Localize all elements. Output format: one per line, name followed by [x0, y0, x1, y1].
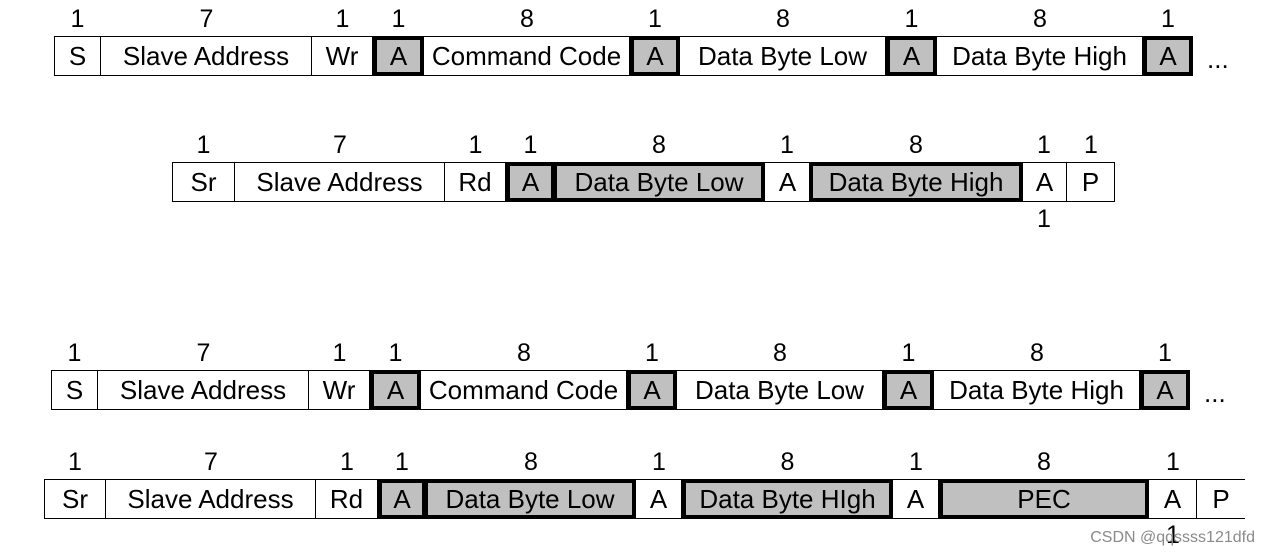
bit-count-label: 8	[520, 5, 534, 33]
bit-count-label: 7	[333, 131, 347, 159]
field-data-byte-high: Data Byte High	[934, 370, 1140, 410]
bit-count-label: 8	[1037, 448, 1051, 476]
field-data-byte-high: Data Byte High	[809, 162, 1023, 202]
field-command-code: Command Code	[421, 370, 627, 410]
bit-count-label: 1	[909, 448, 923, 476]
bit-count-label: 1	[1158, 339, 1172, 367]
bit-count-label: 1	[1084, 131, 1098, 159]
field-read-bit: Rd	[316, 479, 378, 519]
field-ack: A	[636, 479, 682, 519]
bit-count-label: 8	[517, 339, 531, 367]
watermark: CSDN @qqssss121dfd	[1090, 529, 1255, 546]
field-write-bit: Wr	[312, 36, 373, 76]
bit-count-label: 8	[780, 448, 795, 476]
field-slave-address: Slave Address	[101, 36, 312, 76]
field-data-byte-high: Data Byte High	[937, 36, 1143, 76]
bit-count-label: 1	[70, 5, 85, 33]
bit-count-label: 1	[332, 339, 347, 367]
bit-count-label: 1	[388, 339, 403, 367]
bit-count-label: 7	[199, 5, 214, 33]
field-stop: P	[1067, 162, 1115, 202]
field-read-bit: Rd	[445, 162, 506, 202]
field-stop: P	[1197, 479, 1245, 519]
bit-count-label: 1	[1166, 448, 1180, 476]
bit-count-label: 1	[340, 448, 354, 476]
bit-count-label: 1	[335, 5, 350, 33]
bit-count-label: 1	[68, 448, 82, 476]
field-data-byte-low: Data Byte Low	[680, 36, 886, 76]
field-ack: A	[1149, 479, 1197, 519]
bit-count-label: 1	[1161, 5, 1175, 33]
field-command-code: Command Code	[424, 36, 630, 76]
field-data-byte-low: Data Byte Low	[553, 162, 765, 202]
field-ack: A	[627, 370, 677, 410]
bit-count-label: 1	[904, 5, 919, 33]
field-repeated-start: Sr	[172, 162, 235, 202]
field-pec: PEC	[939, 479, 1149, 519]
bit-count-label: 1	[652, 448, 666, 476]
continuation-ellipsis: ...	[1207, 44, 1229, 74]
field-ack: A	[506, 162, 555, 202]
field-ack: A	[1143, 36, 1193, 76]
field-ack: A	[883, 370, 934, 410]
bit-count-label: 8	[652, 131, 666, 159]
field-ack: A	[893, 479, 939, 519]
field-ack: A	[373, 36, 424, 76]
bit-count-label: 1	[648, 5, 662, 33]
bit-count-label: 1	[468, 131, 483, 159]
field-slave-address: Slave Address	[235, 162, 445, 202]
bit-count-label-under: 1	[1037, 205, 1051, 233]
field-start: S	[54, 36, 101, 76]
bit-count-label: 1	[1037, 131, 1051, 159]
field-ack: A	[630, 36, 680, 76]
field-ack: A	[765, 162, 811, 202]
field-repeated-start: Sr	[44, 479, 106, 519]
bit-count-label: 1	[196, 131, 211, 159]
bit-count-label: 8	[1030, 339, 1044, 367]
bit-count-label: 8	[1033, 5, 1047, 33]
bit-count-label: 1	[67, 339, 82, 367]
field-slave-address: Slave Address	[106, 479, 316, 519]
field-ack: A	[1140, 370, 1190, 410]
bit-count-label-under: 1	[1166, 521, 1180, 549]
field-ack: A	[378, 479, 426, 519]
bit-count-label: 8	[776, 5, 790, 33]
bit-count-label: 1	[395, 448, 409, 476]
bit-count-label: 8	[524, 448, 538, 476]
bit-count-label: 8	[909, 131, 923, 159]
field-ack: A	[370, 370, 421, 410]
bit-count-label: 1	[523, 131, 538, 159]
field-data-byte-low: Data Byte Low	[424, 479, 636, 519]
field-ack: A	[886, 36, 937, 76]
field-start: S	[51, 370, 98, 410]
bit-count-label: 1	[391, 5, 406, 33]
bit-count-label: 7	[196, 339, 211, 367]
field-slave-address: Slave Address	[98, 370, 309, 410]
field-write-bit: Wr	[309, 370, 370, 410]
field-data-byte-low: Data Byte Low	[677, 370, 883, 410]
bit-count-label: 8	[773, 339, 787, 367]
continuation-ellipsis: ...	[1204, 378, 1226, 408]
field-ack: A	[1023, 162, 1067, 202]
bit-count-label: 7	[204, 448, 218, 476]
bit-count-label: 1	[780, 131, 794, 159]
bit-count-label: 1	[645, 339, 659, 367]
bit-count-label: 1	[901, 339, 916, 367]
field-data-byte-high: Data Byte HIgh	[682, 479, 893, 519]
